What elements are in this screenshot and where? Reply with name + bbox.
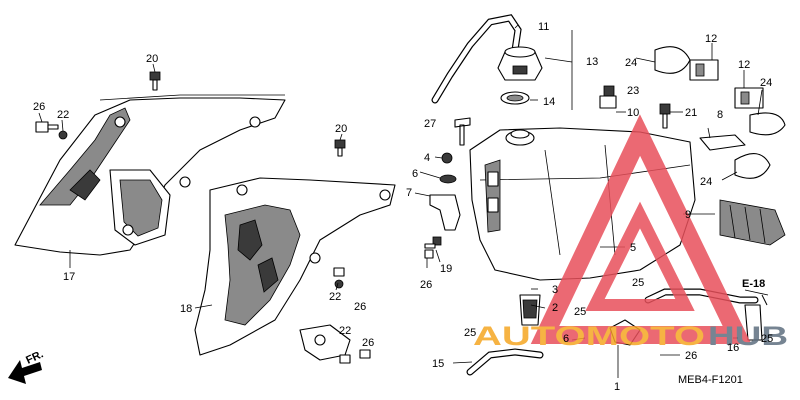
left-shroud-part [14,94,286,256]
callout-19: 19 [440,263,452,275]
callout-12: 12 [705,33,717,45]
callout-26: 26 [354,301,366,313]
callout-25: 25 [761,333,773,345]
watermark-triangle-icon [530,114,752,344]
callout-27: 27 [424,118,436,130]
callout-21: 21 [685,107,697,119]
callout-15: 15 [432,358,444,370]
reference-arrow-icon [761,294,768,306]
callout-25: 25 [574,306,586,318]
callouts: 11 13 24 14 23 10 21 12 12 24 8 24 9 27 … [33,21,773,393]
callout-20: 20 [335,123,347,135]
callout-26: 26 [420,279,432,291]
callout-2: 2 [552,302,558,314]
reference-label: E-18 [742,278,765,290]
callout-10: 10 [627,107,639,119]
callout-22: 22 [57,109,69,121]
front-direction-arrow [8,360,42,384]
callout-9: 9 [685,209,691,221]
callout-16: 16 [727,342,739,354]
callout-8: 8 [717,109,723,121]
callout-1: 1 [614,381,620,393]
callout-20: 20 [146,53,158,65]
callout-24: 24 [760,77,772,89]
callout-6: 6 [563,333,569,345]
callout-12: 12 [738,59,750,71]
fasteners [35,71,671,364]
callout-24: 24 [625,57,637,69]
callout-22: 22 [339,325,351,337]
callout-24: 24 [700,176,712,188]
callout-23: 23 [627,85,639,97]
callout-17: 17 [63,271,75,283]
callout-26: 26 [362,337,374,349]
callout-25: 25 [632,277,644,289]
callout-13: 13 [586,56,598,68]
callout-11: 11 [538,21,549,33]
callout-5: 5 [630,242,636,254]
callout-6: 6 [412,168,418,180]
callout-26: 26 [685,350,697,362]
direction-label: FR. [24,348,45,366]
watermark-text-orange: AUTOMOTO [473,321,705,351]
mounts-and-bands [654,46,786,246]
callout-25: 25 [464,327,476,339]
callout-3: 3 [552,284,558,296]
leader-lines [38,24,769,378]
callout-26: 26 [33,101,45,113]
callout-7: 7 [406,187,412,199]
watermark: AUTOMOTO HUB [473,114,788,351]
callout-14: 14 [543,96,555,108]
callout-18: 18 [180,303,192,315]
right-shroud-part [194,177,396,361]
fuel-tank-part [469,127,696,281]
fuel-cap-part [431,14,543,105]
watermark-text-gray: HUB [708,321,788,351]
callout-4: 4 [424,152,430,164]
callout-22: 22 [329,291,341,303]
drawing-code: MEB4-F1201 [678,374,743,386]
